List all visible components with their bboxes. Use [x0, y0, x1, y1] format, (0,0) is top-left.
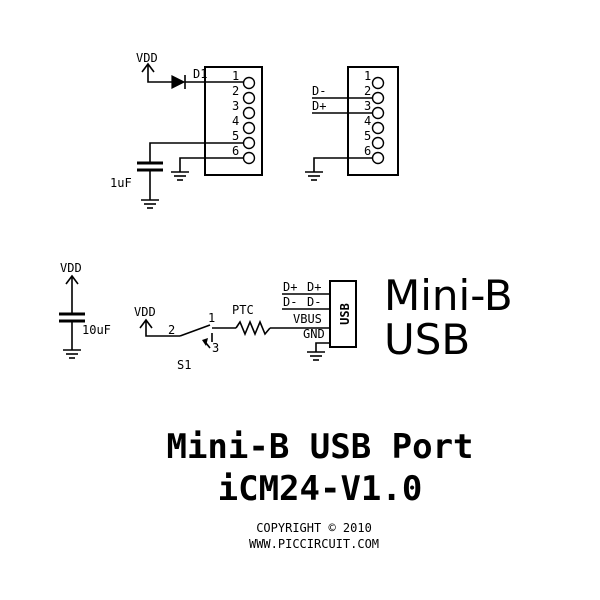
- left-pin-5-label: 5: [232, 129, 239, 143]
- switch-icon: [139, 318, 218, 349]
- right-pin-5-pad: [371, 136, 385, 150]
- switch-vdd-label: VDD: [134, 305, 156, 319]
- ground-icon: [171, 171, 189, 181]
- footer-title-line1: Mini-B USB Port: [166, 427, 473, 467]
- usb-caption-line2: USB: [384, 315, 470, 364]
- usb-pin-dminus: D-: [307, 295, 321, 309]
- usb-connector-text: USB: [338, 303, 352, 325]
- footer-copyright: COPYRIGHT © 2010: [256, 521, 372, 535]
- ground-icon: [63, 349, 81, 359]
- switch-pin-3-label: 3: [212, 341, 219, 355]
- diode-label: D1: [193, 67, 207, 81]
- usb-vdd-label: VDD: [60, 261, 82, 275]
- left-connector-pins: 1 2 3 4 5 6: [232, 69, 256, 165]
- left-pin-3-label: 3: [232, 99, 239, 113]
- right-pin-4-label: 4: [364, 114, 371, 128]
- right-pin-3-label: 3: [364, 99, 371, 113]
- right-pin-5-label: 5: [364, 129, 371, 143]
- left-pin-6-label: 6: [232, 144, 239, 158]
- left-pin-2-label: 2: [232, 84, 239, 98]
- right-dplus-label: D+: [312, 99, 326, 113]
- usb-pin-dplus: D+: [307, 280, 321, 294]
- left-connector: 1 2 3 4 5 6 VDD D1 1uF: [110, 51, 263, 209]
- usb-block: VDD 10uF VDD 2 1 3 S1: [59, 261, 513, 372]
- left-connector-body: [204, 66, 263, 176]
- right-pin-1-pad: [371, 76, 385, 90]
- vdd-arrow-icon: [141, 62, 172, 83]
- left-vdd-label: VDD: [136, 51, 158, 65]
- cap-1uf-label: 1uF: [110, 176, 132, 190]
- footer-website: WWW.PICCIRCUIT.COM: [249, 537, 379, 551]
- right-dminus-label: D-: [312, 84, 326, 98]
- switch-pin-1-label: 1: [208, 311, 215, 325]
- usb-caption-line1: Mini-B: [384, 271, 513, 320]
- ground-icon: [307, 351, 325, 361]
- left-pin-2-pad: [242, 91, 256, 105]
- right-connector-body: [347, 66, 399, 176]
- cap-10uf-label: 10uF: [82, 323, 111, 337]
- right-pin-2-pad: [371, 91, 385, 105]
- right-pin-6-pad: [371, 151, 385, 165]
- left-pin-5-pad: [242, 136, 256, 150]
- left-pin-4-pad: [242, 121, 256, 135]
- right-pin-1-label: 1: [364, 69, 371, 83]
- usb-pin-vbus: VBUS: [293, 312, 322, 326]
- usb-net-dminus: D-: [283, 295, 297, 309]
- usb-pin-gnd: GND: [303, 327, 325, 341]
- left-pin-1-label: 1: [232, 69, 239, 83]
- capacitor-1uf-icon: [137, 161, 163, 200]
- ground-icon: [141, 199, 159, 209]
- right-connector: 1 2 3 4 5 6 D- D+: [305, 66, 399, 181]
- switch-label: S1: [177, 358, 191, 372]
- capacitor-10uf-icon: [59, 312, 85, 350]
- left-pin-6-pad: [242, 151, 256, 165]
- right-pin-6-label: 6: [364, 144, 371, 158]
- right-connector-pins: 1 2 3 4 5 6: [364, 69, 385, 165]
- footer: Mini-B USB Port iCM24-V1.0 COPYRIGHT © 2…: [166, 427, 473, 551]
- diode-icon: [171, 75, 243, 89]
- usb-connector-body: [329, 280, 357, 348]
- left-pin-3-pad: [242, 106, 256, 120]
- footer-title-line2: iCM24-V1.0: [218, 469, 423, 509]
- right-pin-3-pad: [371, 106, 385, 120]
- switch-pin-2-label: 2: [168, 323, 175, 337]
- left-pin-1-pad: [242, 76, 256, 90]
- usb-net-dplus: D+: [283, 280, 297, 294]
- vdd-arrow-icon: [65, 274, 79, 313]
- ptc-label: PTC: [232, 303, 254, 317]
- ground-icon: [305, 171, 323, 181]
- right-pin-2-label: 2: [364, 84, 371, 98]
- right-pin-4-pad: [371, 121, 385, 135]
- left-pin-4-label: 4: [232, 114, 239, 128]
- ptc-resistor-icon: [235, 319, 271, 337]
